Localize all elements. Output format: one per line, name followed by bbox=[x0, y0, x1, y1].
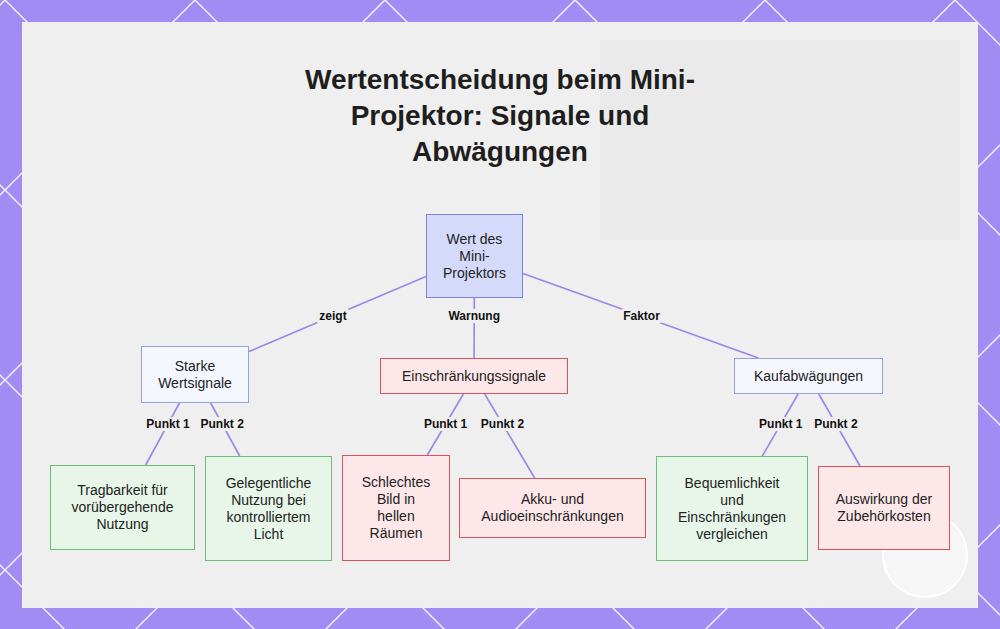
edge-label: Punkt 2 bbox=[198, 417, 245, 431]
node-text: Bequemlichkeit und Einschränkungen vergl… bbox=[678, 475, 786, 543]
node-text: Einschränkungssignale bbox=[402, 368, 546, 385]
category-box: Starke Wertsignale bbox=[141, 346, 249, 403]
category-box: Kaufabwägungen bbox=[734, 358, 883, 394]
edge-label: Punkt 1 bbox=[422, 417, 469, 431]
point-box: Gelegentliche Nutzung bei kontrolliertem… bbox=[205, 456, 332, 561]
point-box: Tragbarkeit für vorübergehende Nutzung bbox=[50, 465, 195, 550]
point-box: Bequemlichkeit und Einschränkungen vergl… bbox=[656, 456, 808, 561]
node-text: Schlechtes Bild in hellen Räumen bbox=[359, 474, 433, 542]
connector-line bbox=[249, 277, 426, 352]
edge-label: Warnung bbox=[446, 309, 502, 323]
node-text: Wert des Mini-Projektors bbox=[435, 231, 514, 282]
node-text: Auswirkung der Zubehörkosten bbox=[833, 491, 935, 525]
node-text: Akku- und Audioeinschränkungen bbox=[472, 491, 633, 525]
edge-label: Punkt 2 bbox=[812, 417, 859, 431]
node-text: Gelegentliche Nutzung bei kontrolliertem… bbox=[214, 475, 323, 543]
title-text: Wertentscheidung beim Mini-Projektor: Si… bbox=[260, 62, 740, 170]
node-text: Tragbarkeit für vorübergehende Nutzung bbox=[61, 482, 184, 533]
root-box: Wert des Mini-Projektors bbox=[426, 214, 523, 298]
connector-line bbox=[146, 403, 180, 465]
point-box: Akku- und Audioeinschränkungen bbox=[459, 478, 646, 538]
edge-label: Punkt 2 bbox=[479, 417, 526, 431]
node-text: Kaufabwägungen bbox=[754, 368, 863, 385]
edge-label: Punkt 1 bbox=[757, 417, 804, 431]
diagram-title: Wertentscheidung beim Mini-Projektor: Si… bbox=[260, 62, 740, 170]
edge-label: zeigt bbox=[317, 309, 348, 323]
edge-label: Punkt 1 bbox=[144, 417, 191, 431]
node-text: Starke Wertsignale bbox=[156, 358, 234, 392]
category-box: Einschränkungssignale bbox=[380, 358, 568, 394]
connector-line bbox=[485, 394, 535, 478]
connector-line bbox=[523, 273, 758, 358]
edge-label: Faktor bbox=[621, 309, 662, 323]
point-box: Auswirkung der Zubehörkosten bbox=[818, 466, 950, 550]
connector-line bbox=[473, 298, 475, 358]
point-box: Schlechtes Bild in hellen Räumen bbox=[342, 455, 450, 561]
